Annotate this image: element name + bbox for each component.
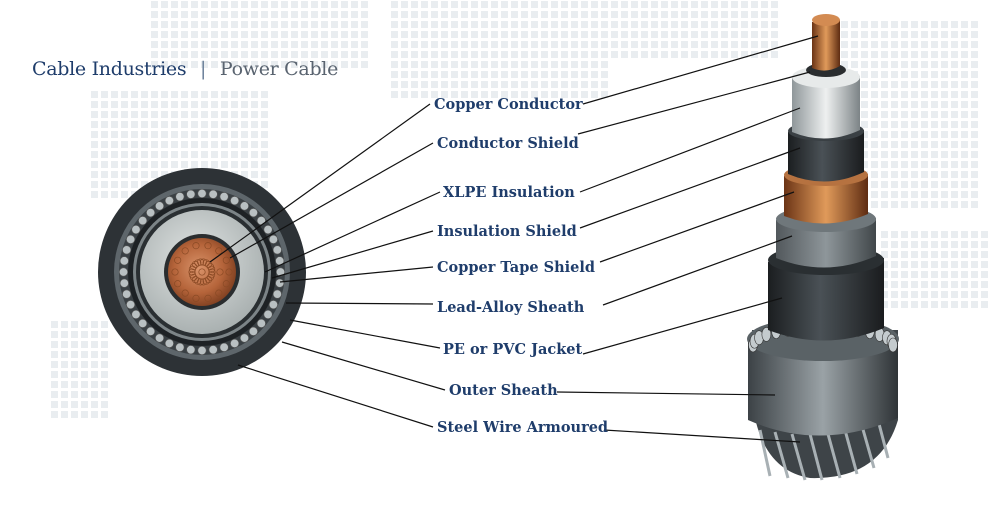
label-5: Copper Tape Shield [437,259,595,276]
page-title: Cable Industries | Power Cable [32,58,338,80]
leader-line-3-right [580,108,800,192]
label-8: Outer Sheath [449,382,558,399]
leader-line-8-right [557,392,775,395]
label-6: Lead-Alloy Sheath [437,299,584,316]
cable-cross-section [98,168,306,376]
label-3: XLPE Insulation [443,184,575,201]
leader-line-8-left [282,342,445,390]
brand-name: Cable Industries [32,58,186,80]
label-2: Conductor Shield [437,135,579,152]
label-4: Insulation Shield [437,223,577,240]
leader-line-7-left [290,320,440,348]
label-1: Copper Conductor [434,96,583,113]
leader-line-4-right [580,148,800,228]
title-subtitle: Power Cable [220,58,338,80]
leader-line-2-right [578,72,810,134]
title-separator: | [200,58,206,80]
label-9: Steel Wire Armoured [437,419,608,436]
leader-line-6-right [603,236,792,305]
label-7: PE or PVC Jacket [443,341,582,358]
leader-line-5-right [600,192,794,262]
leader-line-6-left [286,303,433,304]
leader-line-9-left [238,365,433,427]
